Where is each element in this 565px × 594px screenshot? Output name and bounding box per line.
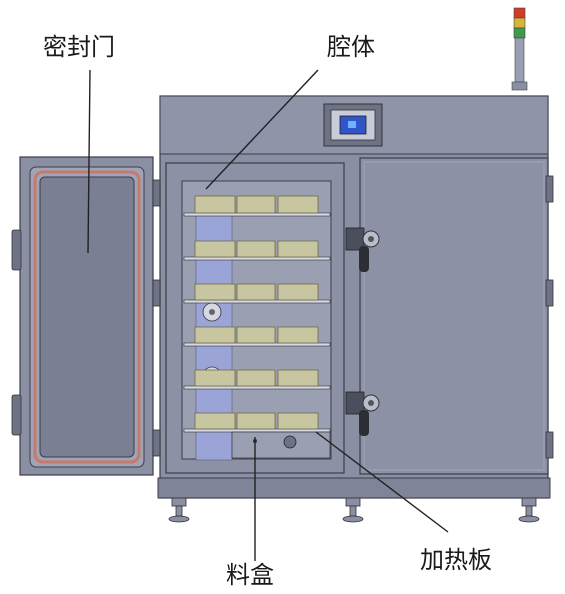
leader-chamber	[205, 69, 319, 190]
right-hinges	[545, 175, 554, 459]
label-chamber: 腔体	[327, 33, 375, 61]
leader-lines	[87, 69, 449, 561]
trays	[194, 195, 319, 430]
door-latch-top	[345, 227, 380, 272]
leader-heating-plate	[315, 431, 449, 533]
seal-door	[19, 156, 154, 476]
signal-tower	[511, 7, 528, 91]
control-screen	[323, 103, 383, 147]
label-seal-door: 密封门	[43, 33, 115, 61]
feet	[168, 497, 540, 523]
label-heating-plate: 加热板	[420, 546, 492, 574]
seal-door-hinges	[11, 179, 161, 457]
door-latch-bottom	[345, 391, 380, 436]
label-material-box: 料盒	[226, 561, 274, 589]
bottom-drawer	[231, 431, 331, 459]
right-cabinet-door	[359, 157, 549, 475]
leader-seal-door	[87, 69, 91, 254]
